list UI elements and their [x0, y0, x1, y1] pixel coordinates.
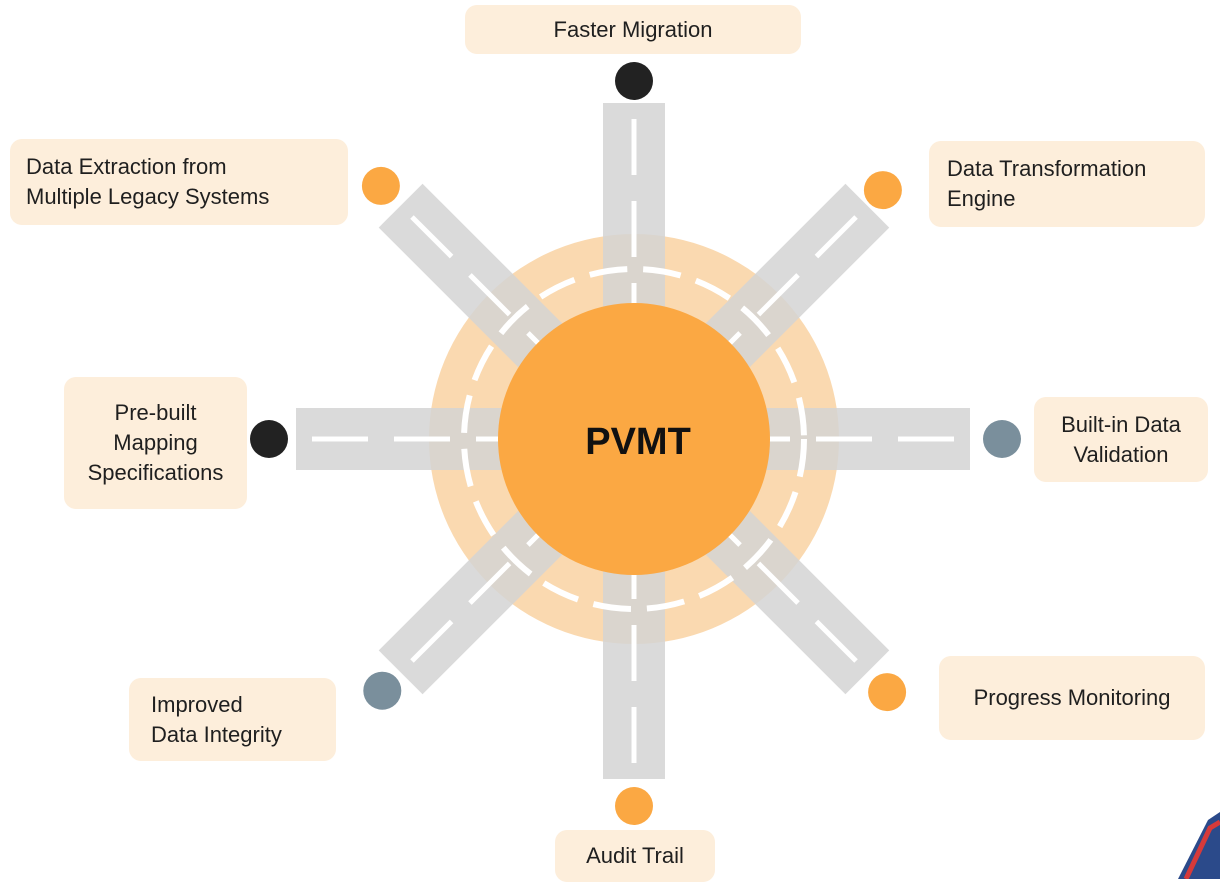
dot-data-extraction: [361, 166, 400, 205]
dot-data-transformation-engine: [863, 171, 902, 210]
road-lane-data-transformation-engine: [724, 215, 858, 349]
road-audit-trail: [603, 569, 665, 779]
label-pre-built-mapping-specifications-line-2: Mapping: [113, 430, 198, 455]
corner-logo: [1178, 812, 1220, 879]
label-data-extraction-line-2: Multiple Legacy Systems: [26, 184, 270, 209]
dot-pre-built-mapping-specifications: [250, 420, 288, 458]
label-progress-monitoring-line-1: Progress Monitoring: [973, 685, 1171, 710]
label-pre-built-mapping-specifications: Pre-built Mapping Specifications: [64, 377, 247, 509]
road-lane-improved-data-integrity: [410, 529, 544, 663]
label-built-in-data-validation-line-1: Built-in Data: [1061, 411, 1181, 437]
roads: [296, 103, 970, 779]
road-progress-monitoring: [704, 509, 890, 695]
label-faster-migration: Faster Migration: [465, 5, 801, 54]
road-pre-built-mapping-specifications: [296, 408, 504, 470]
dot-improved-data-integrity: [363, 671, 402, 710]
label-data-transformation-engine-line-1: Data Transformation: [947, 156, 1147, 181]
road-data-transformation-engine: [704, 183, 890, 369]
dot-progress-monitoring: [868, 673, 907, 712]
label-data-transformation-engine-line-2: Engine: [947, 186, 1016, 211]
center-label: PVMT: [585, 421, 691, 463]
label-improved-data-integrity-line-2: Data Integrity: [151, 721, 282, 747]
dot-audit-trail: [615, 787, 653, 825]
label-improved-data-integrity-line-1: Improved: [151, 691, 243, 717]
label-improved-data-integrity: Improved Data Integrity: [129, 678, 336, 761]
road-built-in-data-validation: [764, 408, 970, 470]
dot-faster-migration: [615, 62, 653, 100]
road-lane-data-extraction: [410, 215, 544, 349]
road-lane-progress-monitoring: [724, 529, 858, 663]
road-improved-data-integrity: [378, 509, 564, 695]
road-faster-migration: [603, 103, 665, 309]
label-data-transformation-engine: Data Transformation Engine: [929, 141, 1205, 227]
center-circle: [498, 303, 770, 575]
label-data-extraction-line-1: Data Extraction from: [26, 154, 227, 179]
dots: [250, 62, 1021, 825]
label-progress-monitoring: Progress Monitoring: [939, 656, 1205, 740]
label-faster-migration-line-1: Faster Migration: [553, 16, 713, 42]
label-built-in-data-validation-line-2: Validation: [1073, 441, 1169, 467]
ring-lane: [461, 266, 807, 612]
label-audit-trail-line-1: Audit Trail: [586, 843, 684, 868]
label-data-extraction: Data Extraction from Multiple Legacy Sys…: [10, 139, 348, 225]
road-data-extraction: [378, 183, 564, 369]
label-audit-trail: Audit Trail: [555, 830, 715, 882]
label-pre-built-mapping-specifications-line-1: Pre-built: [114, 400, 197, 425]
label-pre-built-mapping-specifications-line-3: Specifications: [87, 460, 224, 485]
dot-built-in-data-validation: [983, 420, 1021, 458]
label-built-in-data-validation: Built-in Data Validation: [1034, 397, 1208, 482]
